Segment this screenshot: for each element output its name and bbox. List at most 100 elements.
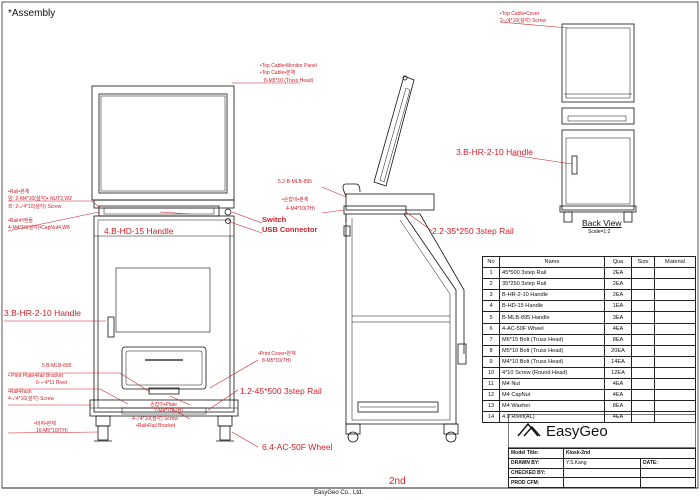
row-no: 6 — [482, 322, 500, 335]
callout-top-cable-cover: •Top Cable•Cover — [500, 11, 540, 17]
side-view — [342, 75, 467, 443]
callout-wheel: 6.4-AC-50F Wheel — [262, 442, 333, 452]
row-qty: 12EA — [604, 366, 632, 380]
row-name: B-HR-2-10 Handle — [499, 289, 605, 302]
page-label: 2nd — [389, 476, 406, 487]
row-material — [654, 355, 696, 368]
row-material — [654, 333, 696, 346]
row-material — [654, 289, 696, 302]
drawn-by-value: Y.S.Kang — [563, 457, 641, 469]
title-block: Model Title: Kiosk-2nd DRAWN BY: Y.S.Kan… — [508, 448, 696, 489]
row-material — [654, 400, 696, 413]
model-title-label: Model Title: — [508, 448, 564, 459]
row-material — [654, 278, 696, 291]
callout-handle-side-bolt: 4-M4*10(TH) — [286, 206, 315, 212]
row-qty: 8EA — [604, 400, 632, 413]
callout-print-cover: •Print Cover•본체 — [258, 351, 296, 357]
callout-rail-250: 2.2-35*250 3step Rail — [432, 226, 514, 236]
row-size — [631, 300, 655, 313]
callout-top-cable-1: •Top Cable•Monitor Panel — [260, 63, 317, 69]
header-no: No — [482, 255, 500, 269]
date-label: DATE: — [640, 457, 696, 469]
row-size — [631, 400, 655, 413]
row-qty: 2EA — [604, 267, 632, 280]
model-title-value: Kiosk-2nd — [563, 448, 696, 459]
callout-print-cover-bolt: 8-M5*10(TH) — [262, 358, 291, 364]
row-qty: 1EA — [604, 300, 632, 313]
callout-plate-tag: 손잡이•Plate — [150, 402, 177, 408]
row-no: 8 — [482, 344, 500, 357]
callout-mlb-bottom: 5.B-MLB-895 — [42, 363, 72, 369]
callout-rail-3step: 1.2-45*500 3step Rail — [240, 386, 322, 396]
callout-top-cable-2: •Top Cable•본체 — [260, 70, 296, 76]
header-qty: Qua — [604, 255, 632, 269]
row-name: B-HD-15 Handle — [499, 300, 605, 313]
row-qty: 2EA — [604, 289, 632, 302]
callout-handle-side: •손잡이•본체 — [282, 197, 309, 203]
callout-rail-handle: •Rail•H핸들 — [8, 218, 33, 224]
row-material — [654, 267, 696, 280]
row-material — [654, 322, 696, 335]
row-no: 11 — [482, 378, 500, 391]
callout-mlb-side: 5.2-B-MLB-895 — [278, 179, 312, 185]
logo-text: EasyGeo — [546, 423, 608, 440]
callout-rail-handle-2: 4-M4*10(설각)•CapNut4,W8 — [8, 225, 70, 231]
row-name: 4-AC-50F Wheel — [499, 322, 605, 335]
callout-rail-line-1: 양: 2-M4*10(설각)• NUT2,W2 — [8, 196, 72, 202]
row-name: M5*10 Bolt (Truss Head) — [499, 344, 605, 357]
row-size — [631, 289, 655, 302]
row-name: B-MLB-895 Handle — [499, 311, 605, 324]
row-name: 35*250 3step Rail — [499, 278, 605, 291]
row-name: 4*10 Screw (Round Head) — [499, 366, 605, 380]
row-size — [631, 322, 655, 335]
callout-rail-screw: 4-✓4*10(설각) Screw — [132, 416, 178, 422]
row-qty: 14EA — [604, 355, 632, 368]
row-name: M4 CapNut — [499, 389, 605, 402]
row-name: M6*15 Bolt (Truss Head) — [499, 333, 605, 346]
callout-truss-head: 8-M5*10 (Truss Head) — [264, 78, 314, 84]
row-qty: 2EA — [604, 278, 632, 291]
section-title: *Assembly — [8, 8, 56, 19]
row-qty: 4EA — [604, 322, 632, 335]
row-no: 13 — [482, 400, 500, 413]
callout-rivet: 6-✓4*11 Rivet — [36, 380, 68, 386]
row-no: 7 — [482, 333, 500, 346]
row-material — [654, 389, 696, 402]
checked-by-label: CHECKED BY: — [508, 467, 564, 479]
callout-rail-body: •Rail•본체 — [8, 189, 30, 195]
callout-rail-bracket: •Rail•Rail Bracket — [136, 423, 176, 429]
front-view — [89, 85, 239, 442]
row-material — [654, 378, 696, 391]
footer-company: EasyGeo Co., Ltd. — [314, 490, 364, 496]
parts-table-header: No Name Qua Size Material — [482, 255, 696, 269]
row-material — [654, 311, 696, 324]
callout-plate-bolt: 2-M4*10(TH) — [154, 408, 183, 414]
row-no: 4 — [482, 300, 500, 313]
row-name: M4 Nut — [499, 378, 605, 391]
callout-wheel-bolt: 16-M5*10(TH) — [36, 428, 68, 434]
row-qty: 20EA — [604, 344, 632, 357]
row-qty: 8EA — [604, 333, 632, 346]
company-logo: EasyGeo — [508, 414, 696, 448]
row-no: 2 — [482, 278, 500, 291]
row-no: 5 — [482, 311, 500, 324]
row-qty: 4EA — [604, 378, 632, 391]
callout-print-plate-rail: • Print Plate•Rail Bracket — [8, 373, 63, 379]
callout-switch: Switch — [262, 215, 287, 224]
row-no: 3 — [482, 289, 500, 302]
row-qty: 4EA — [604, 389, 632, 402]
drawn-by-label: DRAWN BY: — [508, 457, 564, 469]
row-no: 12 — [482, 389, 500, 402]
callout-wheel-body: •바퀴•본체 — [34, 421, 56, 427]
callout-rail-rack: •Rail•Rack — [8, 389, 32, 395]
